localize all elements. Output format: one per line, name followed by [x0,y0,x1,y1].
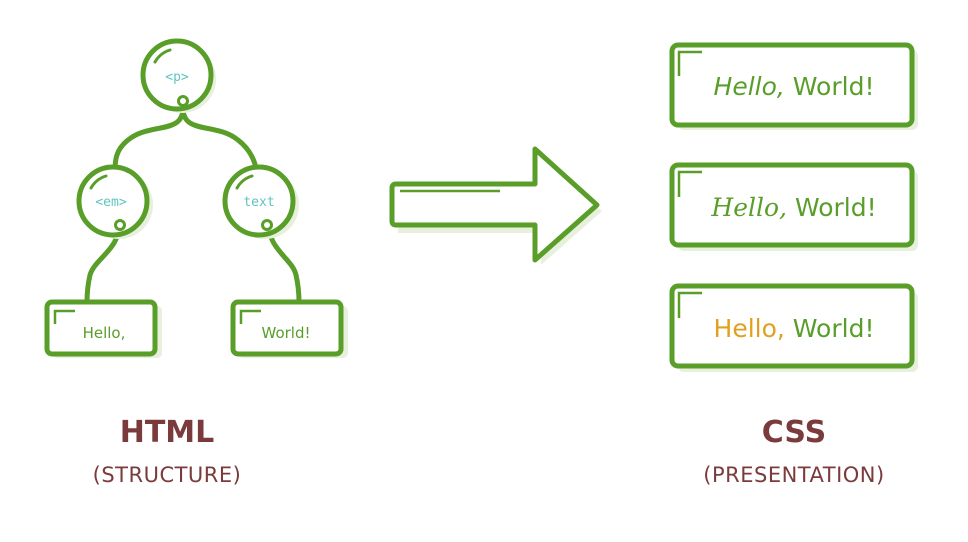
tree-node-p: <p> [140,38,216,113]
node-highlight [89,174,108,190]
connector-text-world [265,218,302,305]
css-subtitle: (PRESENTATION) [703,463,884,487]
box-corner-accent [677,291,702,318]
tree-connectors [84,105,302,305]
right-arrow-icon [389,146,602,265]
text-part-world: World! [793,314,875,343]
node-label: <em> [95,195,126,210]
css-example-colored: Hello, World! [669,283,918,372]
html-title: HTML [120,415,215,450]
node-port [261,219,273,231]
box-corner-accent [677,170,702,197]
node-circle [222,164,296,238]
node-highlight [153,48,172,64]
node-highlight [235,174,254,190]
leaf-label: World! [262,324,311,342]
connector-p-em [112,105,186,175]
html-subtitle: (STRUCTURE) [93,463,242,487]
connector-p-text [180,105,260,175]
text-part-hello: Hello, [714,72,793,101]
text-part-hello: Hello, [714,314,793,343]
node-label: text [243,195,274,210]
box-corner-accent [53,309,75,324]
css-example-text: Hello, World! [714,314,875,343]
arrow-outline [389,146,600,263]
text-part-world: World! [795,193,877,222]
connector-em-hello [84,218,123,305]
box-frame [669,162,915,248]
tree-node-em: <em> [76,164,153,239]
css-example-text: Hello, World! [714,72,875,101]
css-example-italic: Hello, World! [669,42,918,130]
leaf-box-world: World! [230,299,348,358]
tree-node-text: text [222,164,299,239]
css-example-text: Hello, World! [710,193,876,222]
text-part-world: World! [793,72,875,101]
box-frame [669,283,915,369]
node-port [114,219,126,231]
box-frame [44,299,158,357]
node-circle [140,38,214,112]
box-frame [230,299,344,357]
box-corner-accent [677,50,702,76]
leaf-label: Hello, [83,324,126,342]
box-frame [669,42,915,128]
leaf-box-hello: Hello, [44,299,162,358]
node-port [177,95,189,107]
node-circle [76,164,150,238]
text-part-hello: Hello, [710,193,795,222]
css-example-script: Hello, World! [669,162,918,251]
node-label: <p> [165,70,189,85]
box-corner-accent [239,309,261,324]
css-title: CSS [762,415,826,450]
